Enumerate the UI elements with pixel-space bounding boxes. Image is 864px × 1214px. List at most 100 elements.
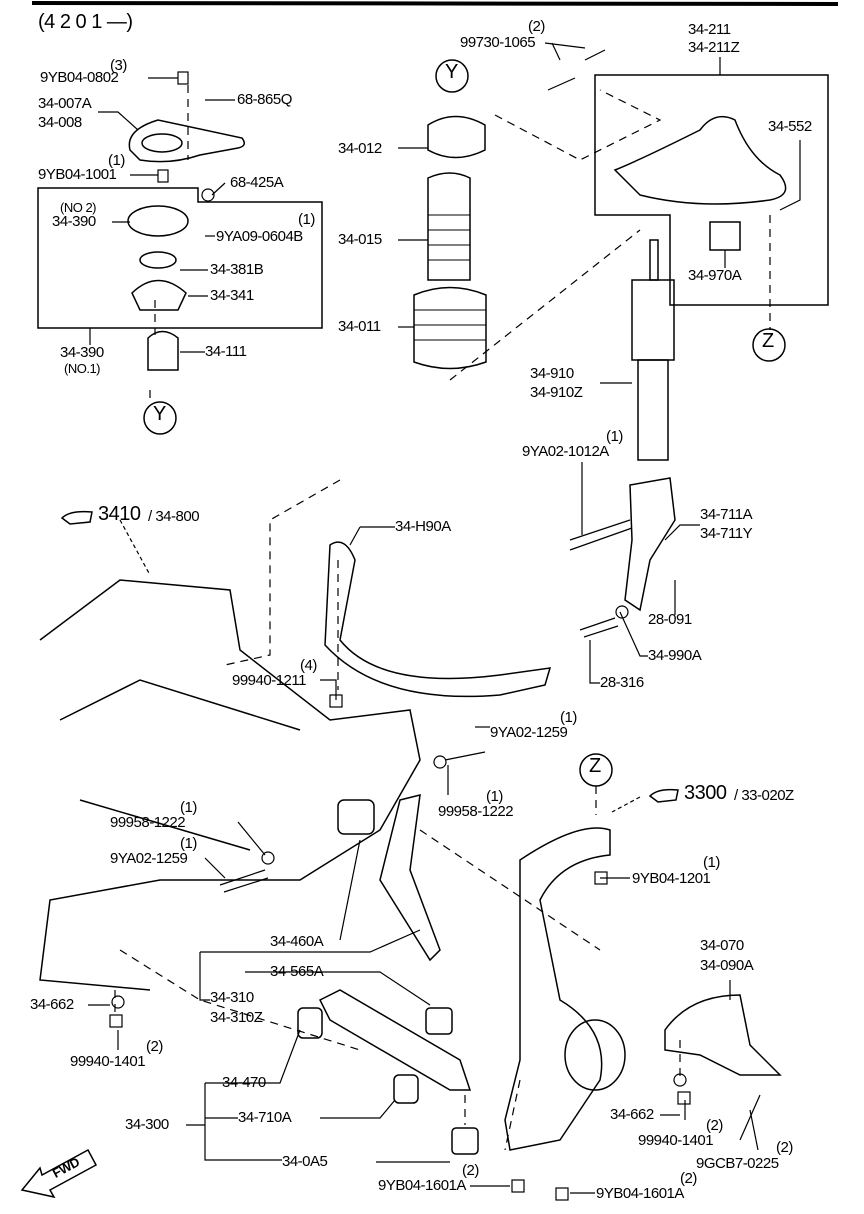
part-label: 34-910 (530, 365, 574, 382)
strut-body (631, 279, 675, 361)
part-label: 99940-1401 (70, 1053, 146, 1070)
part-label: 34-211 (688, 21, 731, 38)
part-label: 9YB04-1201 (632, 870, 711, 887)
upper-seat (427, 115, 486, 159)
part-label: 9YB04-1601A (596, 1185, 684, 1202)
part-label: 99730-1065 (460, 34, 536, 51)
qty: (1) (298, 211, 315, 228)
boot-0a5 (451, 1127, 479, 1155)
group-code: (4 2 0 1 —) (38, 11, 133, 33)
ref-3410[interactable]: 3410 (98, 503, 141, 525)
callout-z-bottom-label: Z (589, 755, 601, 777)
ref-3410-part[interactable]: / 34-800 (148, 508, 200, 525)
qty: (1) (108, 152, 125, 169)
part-label: 9YB04-1001 (38, 166, 117, 183)
qty: (4) (300, 657, 317, 674)
ref-3300[interactable]: 3300 (684, 782, 727, 804)
strut-tube (637, 359, 669, 461)
upper-arm (613, 115, 787, 205)
part-label: 34-710A (238, 1109, 292, 1126)
part-label: 68-425A (230, 174, 284, 191)
part-label: 34-300 (125, 1116, 169, 1133)
note: (NO 2) (60, 200, 97, 215)
ref-3300-part[interactable]: / 33-020Z (734, 787, 794, 804)
qty: (2) (680, 1170, 697, 1187)
part-label: 34-711Y (700, 525, 753, 542)
strut-rod (649, 239, 659, 281)
qty: (1) (560, 709, 577, 726)
stabilizer-bar (324, 541, 552, 698)
lower-arm-710a (318, 989, 472, 1091)
spring-seat (131, 279, 187, 311)
qty: (2) (146, 1038, 163, 1055)
part-label: 34-012 (338, 140, 382, 157)
qty: (2) (776, 1139, 793, 1156)
part-label: 34-711A (700, 506, 753, 523)
qty: (1) (606, 428, 623, 445)
part-label: 34-211Z (688, 39, 740, 56)
bump-stop (147, 330, 179, 371)
qty: (2) (706, 1117, 723, 1134)
part-label: 34-552 (768, 118, 812, 135)
part-label: 34-970A (688, 267, 742, 284)
part-label: 34-910Z (530, 384, 583, 401)
callout-y-bottom (143, 401, 177, 435)
part-label: 34-662 (610, 1106, 654, 1123)
steering-knuckle (504, 827, 611, 1151)
qty: (2) (528, 18, 545, 35)
part-label: 28-316 (600, 674, 644, 691)
bushing (709, 221, 741, 251)
qty: (1) (180, 835, 197, 852)
part-label: 34-470 (222, 1074, 266, 1091)
part-label: 99940-1211 (232, 672, 306, 689)
part-label: 9YA02-1259 (110, 850, 188, 867)
part-label: 34-090A (700, 957, 754, 974)
part-label: 34-0A5 (282, 1153, 328, 1170)
top-rule (31, 1, 839, 6)
part-label: 34-008 (38, 114, 82, 131)
part-label: 34-341 (210, 287, 254, 304)
part-label: 34-310 (210, 989, 254, 1006)
part-label: 34-H90A (395, 518, 451, 535)
part-label: 34-565A (270, 963, 324, 980)
upper-arm-box (594, 74, 829, 306)
part-label: 34-310Z (210, 1009, 263, 1026)
part-label: 34-011 (338, 318, 381, 335)
strut-mount (127, 205, 189, 237)
part-label: 68-865Q (237, 91, 292, 108)
part-label: 9YA09-0604B (216, 228, 303, 245)
qty: (1) (486, 788, 503, 805)
part-label: 34-990A (648, 647, 702, 664)
knuckle-bracket (624, 477, 676, 612)
part-label: 34-460A (270, 933, 324, 950)
bracket-34-070 (664, 994, 782, 1076)
bushing-arm (337, 799, 375, 835)
bearing (139, 251, 177, 269)
part-label: 28-091 (648, 611, 692, 628)
bellows (413, 286, 487, 370)
qty: (3) (110, 57, 127, 74)
part-label: 34-070 (700, 937, 744, 954)
qty: (1) (180, 799, 197, 816)
qty: (1) (703, 854, 720, 871)
mount-plate (128, 119, 245, 163)
part-label: 34-662 (30, 996, 74, 1013)
hand-pointer-icon-3410 (60, 510, 93, 525)
callout-y-top (435, 59, 469, 93)
part-label: 99958-1222 (438, 803, 514, 820)
part-label: 34-390 (60, 344, 104, 361)
part-label: 99958-1222 (110, 814, 186, 831)
part-label: 9GCB7-0225 (696, 1155, 779, 1172)
part-label: 9YB04-0802 (40, 69, 119, 86)
note: (NO.1) (64, 361, 101, 376)
dust-boot (427, 172, 471, 281)
callout-z-top (752, 328, 786, 362)
hand-pointer-icon-3300 (648, 788, 679, 803)
part-label: 99940-1401 (638, 1132, 714, 1149)
callout-y-bottom-label: Y (153, 403, 166, 425)
part-label: 34-015 (338, 231, 382, 248)
mount-kit-box (37, 187, 323, 329)
part-label: 34-007A (38, 95, 92, 112)
